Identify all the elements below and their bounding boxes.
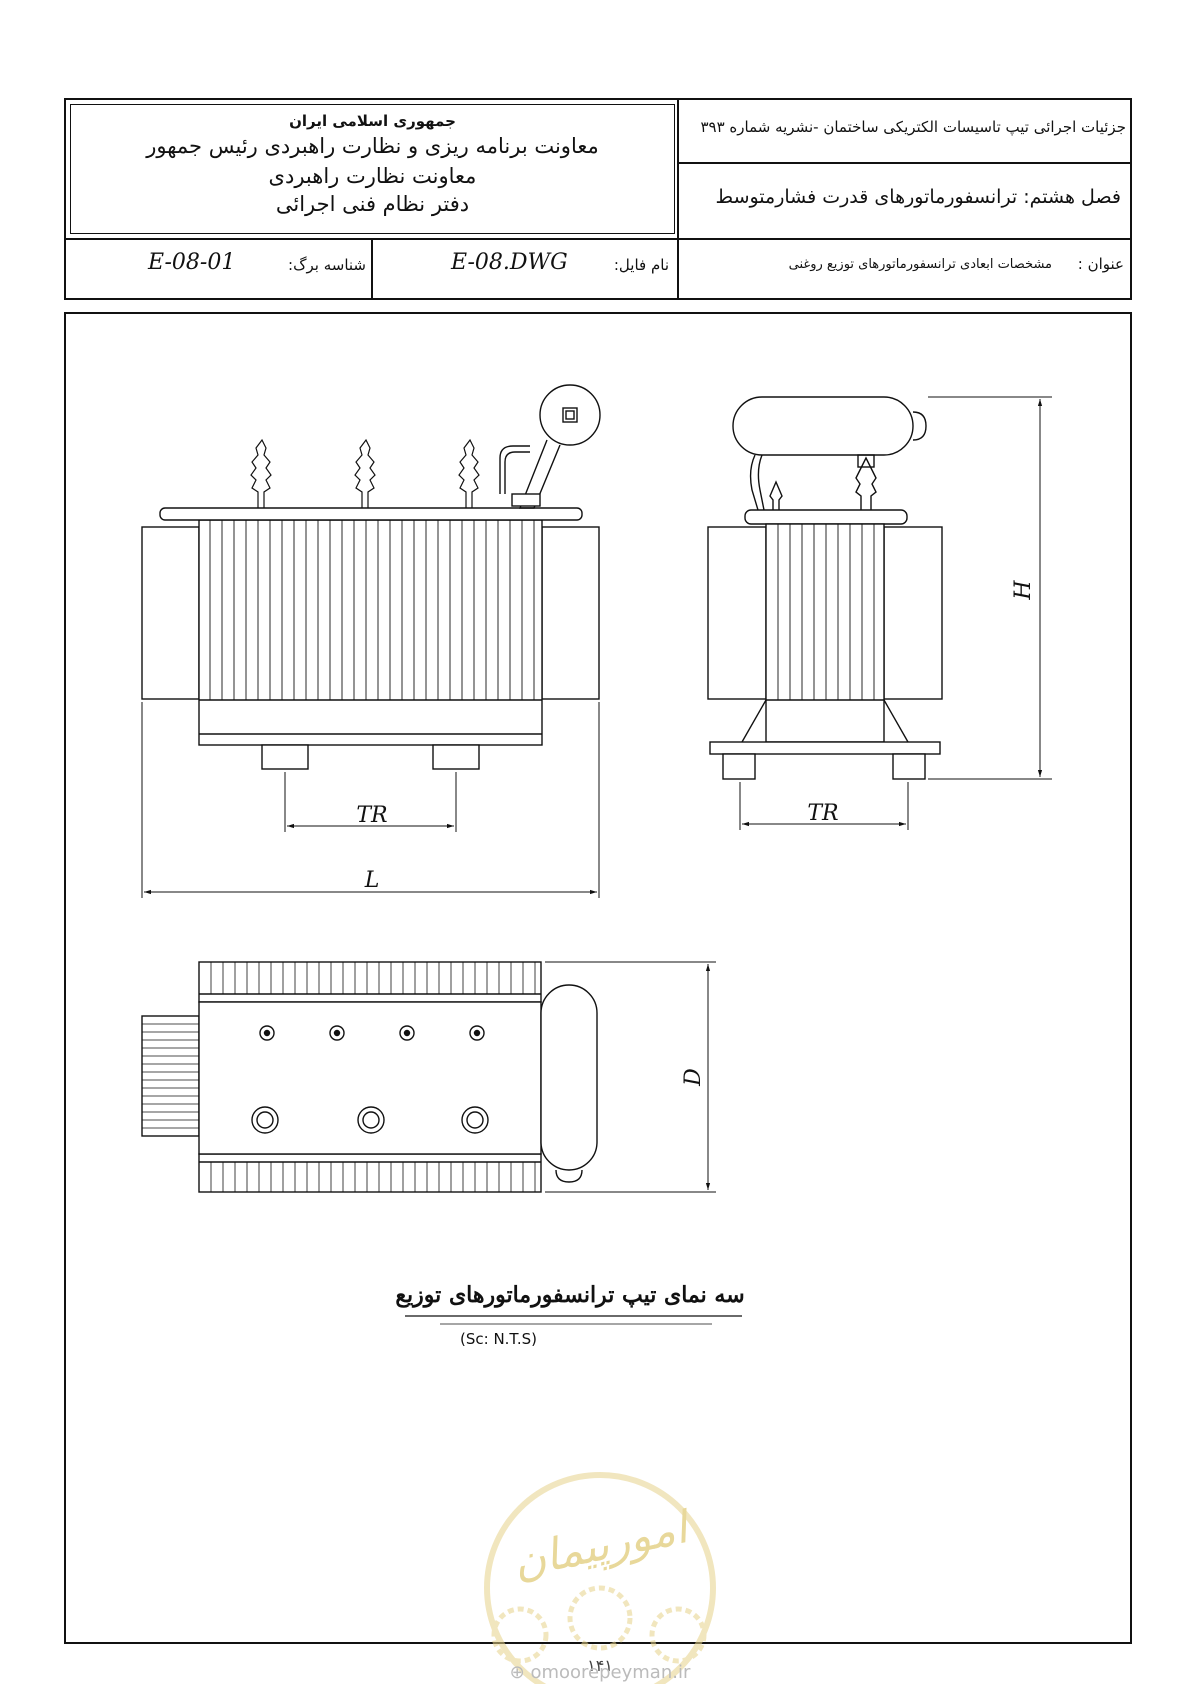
dim-tr-side: TR [807, 801, 838, 826]
sheet-title-label: عنوان : [1077, 255, 1124, 273]
watermark-url: ⊕ omoorepeyman.ir [480, 1662, 720, 1683]
publication-title: جزئیات اجرائی تیپ تاسیسات الکتریکی ساختم… [700, 118, 1126, 136]
org-country: جمهوری اسلامی ایران [289, 112, 456, 130]
watermark-seal [484, 1472, 716, 1684]
drawing-scale: (Sc: N.T.S) [460, 1330, 537, 1348]
sheet-title-value: مشخصات ابعادی ترانسفورماتورهای توزیع روغ… [788, 257, 1052, 272]
sheet-id-value: E-08-01 [148, 250, 236, 275]
side-view [707, 396, 943, 780]
drawing-frame [64, 312, 1132, 1644]
page-number: ۱۴۱ [587, 1656, 613, 1675]
front-view [141, 384, 601, 770]
globe-icon: ⊕ [509, 1662, 525, 1683]
org-office: دفتر نظام فنی اجرائی [275, 192, 470, 216]
drawing-caption: سه نمای تیپ ترانسفورماتورهای توزیع [395, 1282, 745, 1308]
dim-h: H [1011, 580, 1036, 601]
org-supervision: معاونت نظارت راهبردی [268, 164, 477, 188]
organization-box [70, 104, 675, 234]
dim-l: L [364, 868, 380, 893]
title-block: جمهوری اسلامی ایران معاونت برنامه ریزی و… [64, 98, 1132, 300]
file-name-label: نام فایل: [613, 256, 669, 274]
chapter-title: فصل هشتم: ترانسفورماتورهای قدرت فشارمتوس… [715, 186, 1121, 208]
top-view [141, 961, 598, 1193]
file-name-value: E-08.DWG [451, 250, 568, 275]
sheet-id-label: شناسه برگ: [288, 256, 366, 274]
watermark-url-text: omoorepeyman.ir [530, 1662, 691, 1683]
dim-tr-front: TR [356, 803, 387, 828]
org-deputy: معاونت برنامه ریزی و نظارت راهبردی رئیس … [146, 134, 599, 158]
dim-d: D [681, 1068, 706, 1087]
